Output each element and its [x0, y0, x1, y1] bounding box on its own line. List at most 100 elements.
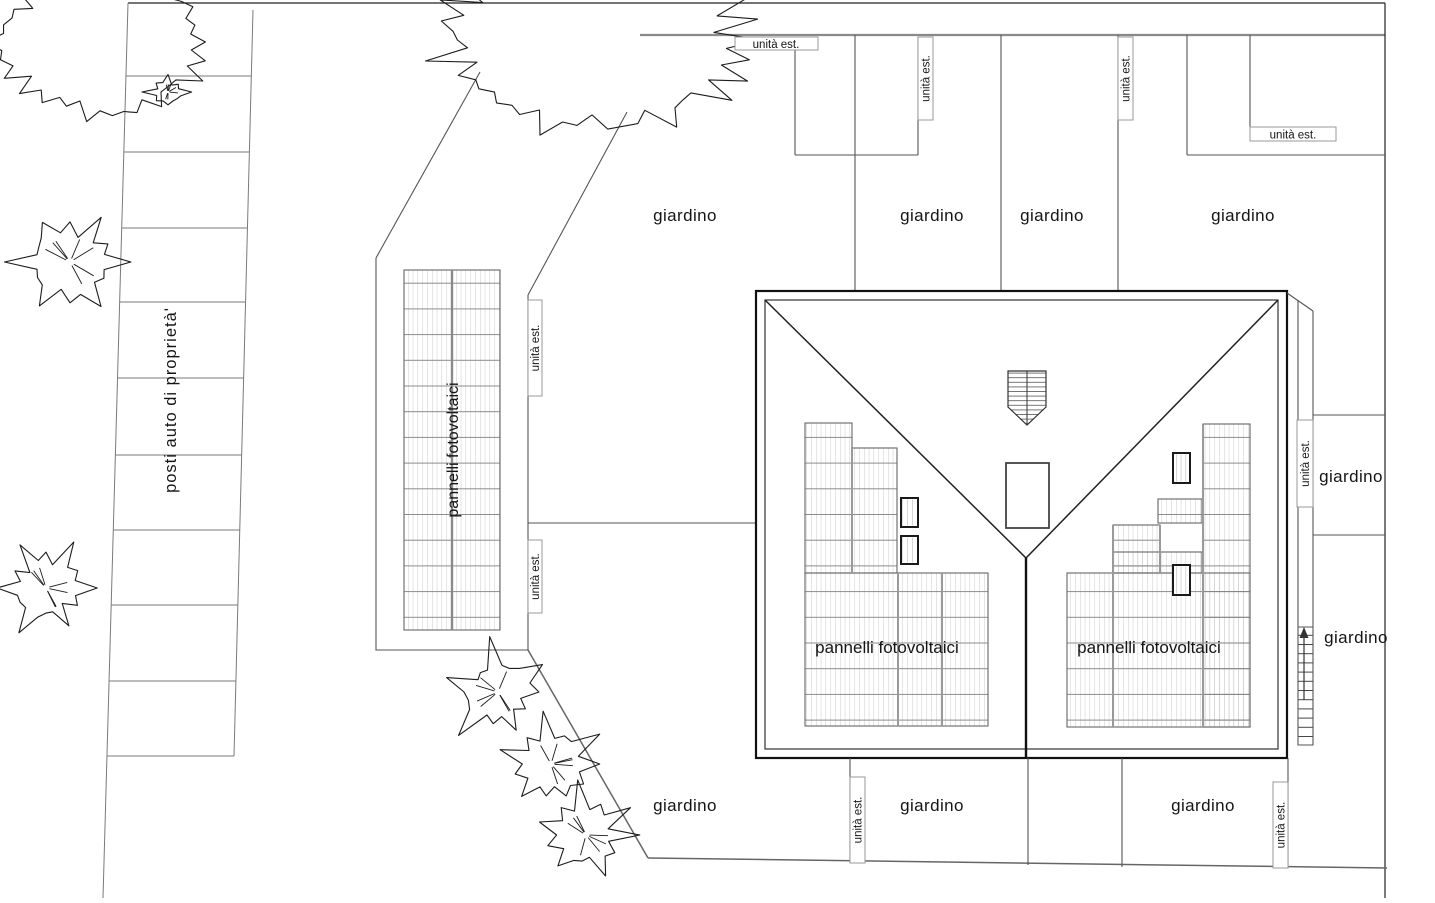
tree-inner-curl [141, 73, 193, 106]
pv-panels-label: pannelli fotovoltaici [815, 638, 959, 657]
garden-label: giardino [900, 796, 964, 815]
garden-label: giardino [653, 796, 717, 815]
tree-branch-line [52, 242, 68, 260]
external-unit-box [527, 539, 543, 614]
external-unit-box [734, 36, 819, 51]
south-property-line [647, 857, 1388, 869]
tree-branch-line [49, 581, 68, 588]
site-boundaries [102, 2, 1388, 899]
pv-panels-label: pannelli fotovoltaici [445, 382, 462, 517]
footprint-outline-right [1186, 35, 1385, 156]
tree-branch-line [31, 571, 45, 586]
parking-label: posti auto di proprietà' [162, 307, 180, 493]
central-skylight [1005, 462, 1050, 529]
tree-branch-line [165, 84, 169, 91]
tree-branch-line [49, 588, 68, 594]
building-outer-wall [754, 289, 1289, 760]
tree-branch-line [169, 87, 177, 92]
stair-direction-arrow-head [1299, 627, 1309, 638]
external-unit-box [1249, 126, 1337, 142]
roof-window-hatch [902, 537, 917, 563]
tree-outline [0, 541, 98, 634]
tree-branch-line [498, 671, 508, 689]
tree-branch-line [551, 767, 559, 785]
garden-label: giardino [653, 206, 717, 225]
pv-rail-lines [1112, 424, 1204, 727]
bush-west-upper [3, 216, 132, 308]
tree-outline [3, 216, 132, 308]
tree-branch-line [167, 84, 172, 91]
tree-branch-line [554, 757, 573, 764]
external-unit-box [1117, 36, 1134, 121]
right-unit-pv-array [1066, 423, 1251, 728]
roof-window-hatch [902, 499, 917, 526]
parking-stall-dividers [107, 75, 251, 757]
external-unit-box [1272, 781, 1289, 869]
external-unit-label: unità est. [1276, 802, 1288, 849]
external-unit-label: unità est. [921, 55, 933, 102]
large-tree-north-center [424, 0, 763, 136]
pv-panels-label: pannelli fotovoltaici [1077, 638, 1221, 657]
tree-branch-line [71, 265, 83, 285]
tree-branch-line [573, 817, 585, 833]
bush-south-3 [538, 779, 641, 877]
tree-branch-line [39, 567, 46, 585]
roof-window-hatch [1174, 566, 1189, 594]
tree-branch-line [589, 834, 609, 837]
tree-branch-line [73, 263, 94, 277]
external-unit-label: unità est. [753, 39, 800, 51]
driveway-right-diagonal [527, 111, 628, 296]
carport-area [375, 71, 756, 651]
tree-branch-line [165, 93, 169, 100]
tree-branch-line [73, 247, 94, 261]
tree-branch-line [480, 677, 496, 691]
west-property-line [102, 2, 129, 899]
external-unit-box [527, 299, 543, 397]
tree-branch-line [476, 693, 495, 702]
pv-block [804, 422, 853, 574]
bush-south-2 [499, 710, 601, 797]
north-garden-parcels [794, 35, 1385, 291]
tree-branch-line [540, 745, 550, 762]
parking-area [107, 9, 254, 757]
southwest-diagonal-line [527, 649, 649, 859]
tree-branch-line [576, 815, 585, 833]
garden-label: giardino [1171, 796, 1235, 815]
pv-block [1157, 498, 1203, 524]
garden-label: giardino [1324, 628, 1388, 647]
external-stair [1297, 626, 1314, 746]
pv-block [804, 572, 989, 727]
east-garden-dividers [1313, 414, 1385, 536]
bush-west-lower [0, 541, 98, 634]
external-unit-box [849, 776, 866, 864]
garden-label: giardino [1319, 467, 1383, 486]
garden-label: giardino [1211, 206, 1275, 225]
tree-branch-line [475, 684, 495, 692]
external-unit-label: unità est. [530, 553, 542, 600]
tree-branch-line [587, 837, 600, 852]
text-labels: unità est. unità est. unità est. unità e… [162, 39, 1388, 849]
tree-branch-line [589, 835, 607, 845]
tree-outline [424, 0, 763, 136]
tree-branch-line [499, 694, 510, 712]
parking-right-edge [233, 9, 254, 757]
tree-branch-line [551, 743, 558, 761]
roof-window-hatch [1174, 454, 1189, 482]
tree-branch-line [169, 91, 178, 94]
tree-branch-line [554, 763, 573, 767]
tree-branch-line [580, 838, 586, 856]
left-unit-pv-array [804, 422, 989, 727]
large-tree-northwest [0, 0, 206, 123]
external-unit-label: unità est. [1121, 55, 1133, 102]
east-side-strip [1286, 292, 1385, 746]
tree-branch-line [55, 240, 69, 259]
driveway-left-diagonal [375, 71, 481, 259]
tree-branch-line [71, 239, 81, 259]
tree-branch-line [47, 590, 56, 608]
building-inner-wall [764, 299, 1279, 750]
pv-block [1066, 572, 1251, 728]
external-unit-box [1296, 419, 1314, 508]
external-unit-label: unità est. [530, 325, 542, 372]
carport-enclosure [375, 258, 529, 651]
